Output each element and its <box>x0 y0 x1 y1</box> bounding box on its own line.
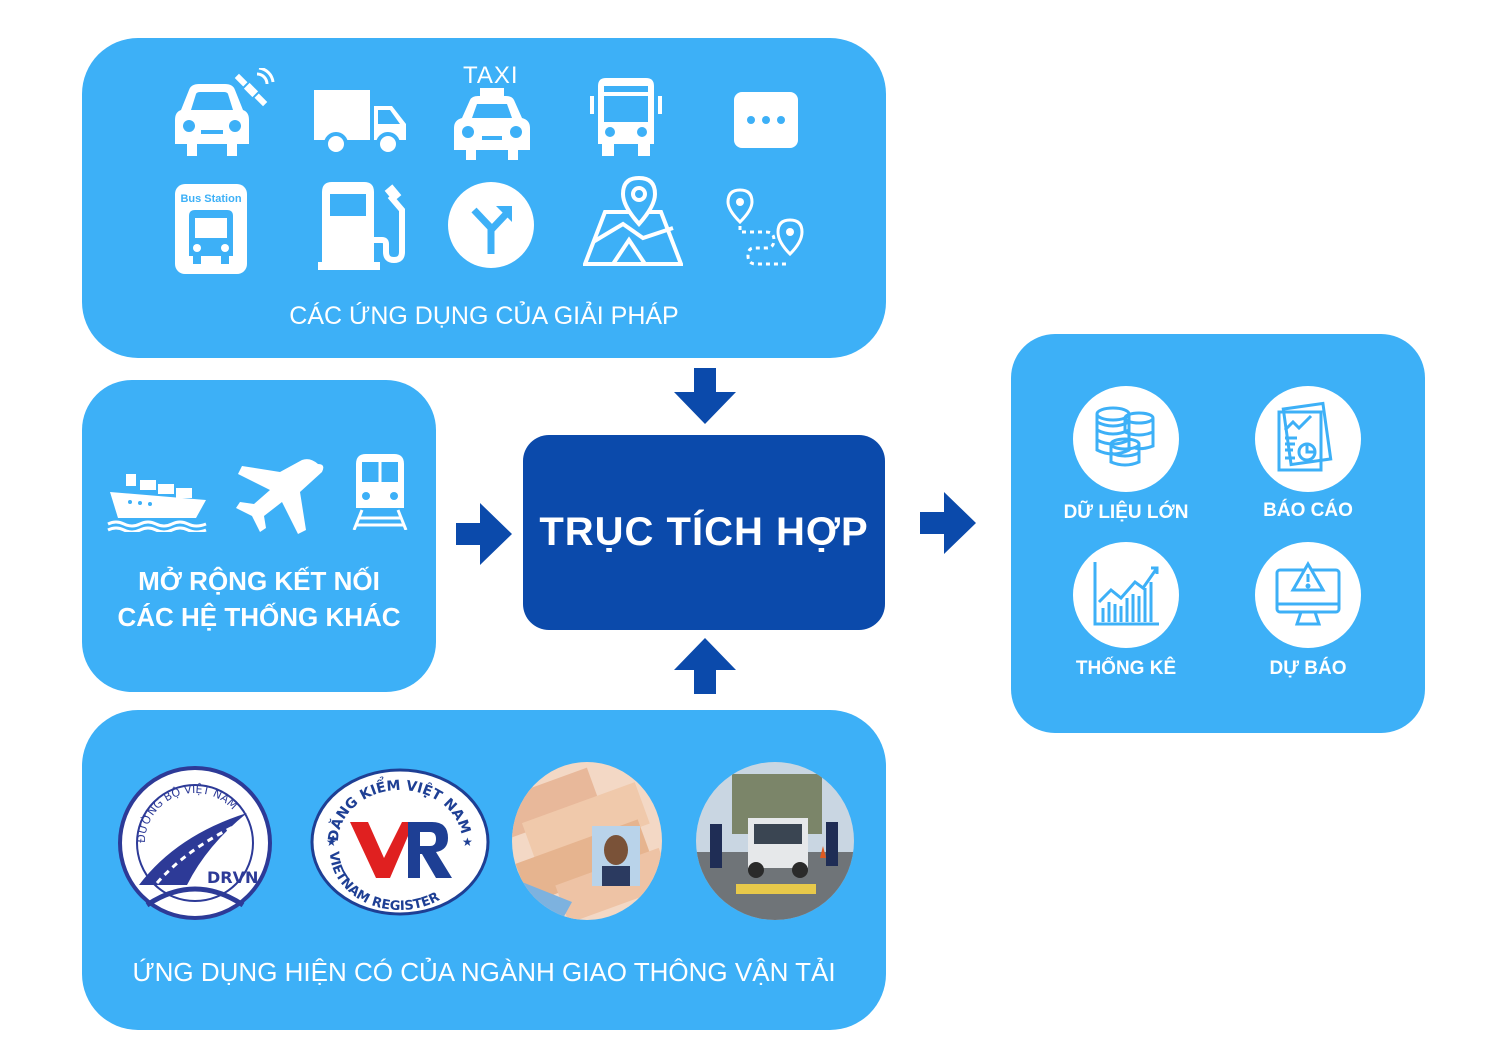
bus-station-label: Bus Station <box>180 193 242 205</box>
truck-icon <box>314 90 406 156</box>
existing-applications-caption: ỨNG DỤNG HIỆN CÓ CỦA NGÀNH GIAO THÔNG VẬ… <box>132 957 836 987</box>
database-icon <box>1095 406 1155 467</box>
arrow-up-icon <box>674 638 736 694</box>
taxi-label: TAXI <box>463 62 519 89</box>
bus-station-icon <box>175 184 247 274</box>
report-circle <box>1255 386 1361 492</box>
solution-applications-caption: CÁC ỨNG DỤNG CỦA GIẢI PHÁP <box>289 302 679 330</box>
drvn-logo: ĐƯỜNG BỘ VIỆT NAM DRVN <box>118 766 272 920</box>
big-data-label: DỮ LIỆU LỚN <box>1063 502 1189 523</box>
svg-text:★: ★ <box>462 835 473 849</box>
vietnam-register-logo: ĐĂNG KIỂM VIỆT NAM VIETNAM REGISTER ★ ★ <box>310 768 490 916</box>
airplane-icon <box>236 459 324 534</box>
arrow-down-icon <box>674 368 736 424</box>
truck-weighing-photo <box>696 762 854 920</box>
outputs-panel <box>1011 334 1425 733</box>
fuel-pump-icon <box>318 182 405 270</box>
integration-hub-box: TRỤC TÍCH HỢP <box>523 435 885 630</box>
external-systems-caption-line1: MỞ RỘNG KẾT NỐI <box>138 566 380 596</box>
route-fork-icon <box>448 182 534 268</box>
forecast-label: DỰ BÁO <box>1269 658 1347 679</box>
map-pin-icon <box>583 176 683 266</box>
forecast-circle <box>1255 542 1361 648</box>
statistics-circle <box>1073 542 1179 648</box>
car-gps-icon <box>175 68 275 156</box>
external-systems-caption: MỞ RỘNG KẾT NỐI CÁC HỆ THỐNG KHÁC <box>82 563 436 635</box>
statistics-chart-icon <box>1093 562 1159 626</box>
driver-licenses-photo <box>512 762 662 920</box>
ship-icon <box>107 474 207 532</box>
integration-hub-title: TRỤC TÍCH HỢP <box>539 510 869 554</box>
more-icon <box>734 92 798 148</box>
report-label: BÁO CÁO <box>1263 500 1353 521</box>
arrow-right-icon <box>456 503 512 565</box>
arrow-right-output-icon <box>920 492 976 554</box>
svg-text:★: ★ <box>326 835 337 849</box>
report-icon <box>1277 401 1333 472</box>
bus-icon <box>590 78 662 156</box>
train-icon <box>352 454 408 530</box>
forecast-monitor-icon <box>1275 560 1341 626</box>
external-systems-caption-line2: CÁC HỆ THỐNG KHÁC <box>117 602 401 632</box>
taxi-icon <box>454 88 530 160</box>
external-systems-panel <box>82 380 436 692</box>
drvn-text: DRVN <box>207 868 258 887</box>
route-path-icon <box>726 188 804 266</box>
statistics-label: THỐNG KÊ <box>1075 658 1177 679</box>
big-data-circle <box>1073 386 1179 492</box>
